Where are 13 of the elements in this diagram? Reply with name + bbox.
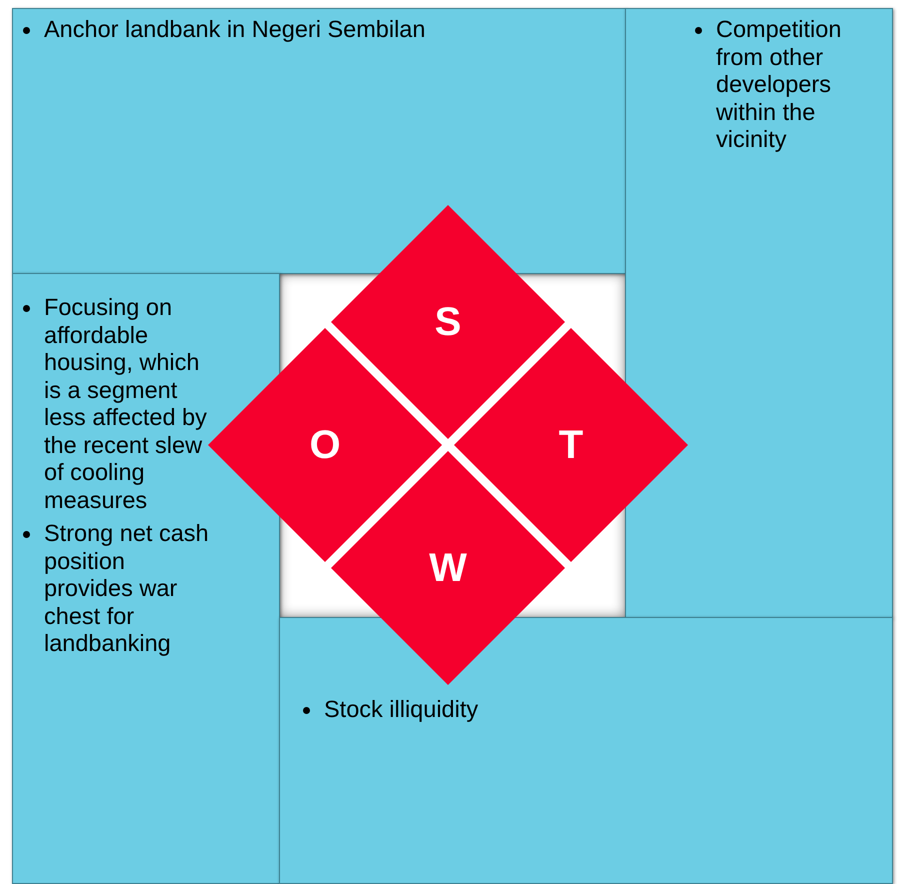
- quadrant-letter: S: [434, 298, 462, 346]
- quadrant-panel: [12, 8, 626, 274]
- quadrant-panel: [12, 273, 280, 884]
- quadrant-panel: [279, 617, 893, 884]
- bullet-text: Strong net cash position provides war chest for landbanking: [44, 520, 210, 658]
- quadrant-letter: T: [558, 422, 584, 468]
- bullet-text: Competition from other developers within the vicinity: [716, 16, 842, 154]
- bullet-text: Stock illiquidity: [324, 696, 480, 724]
- quadrant-panel: [625, 8, 893, 618]
- bullet-text: Focusing on affordable housing, which is a segment less affected by the recent slew of cooling measures: [44, 294, 208, 514]
- quadrant-letter: W: [428, 544, 468, 592]
- quadrant-letter: O: [308, 422, 342, 468]
- bullet-text: Anchor landbank in Negeri Sembilan: [44, 16, 426, 44]
